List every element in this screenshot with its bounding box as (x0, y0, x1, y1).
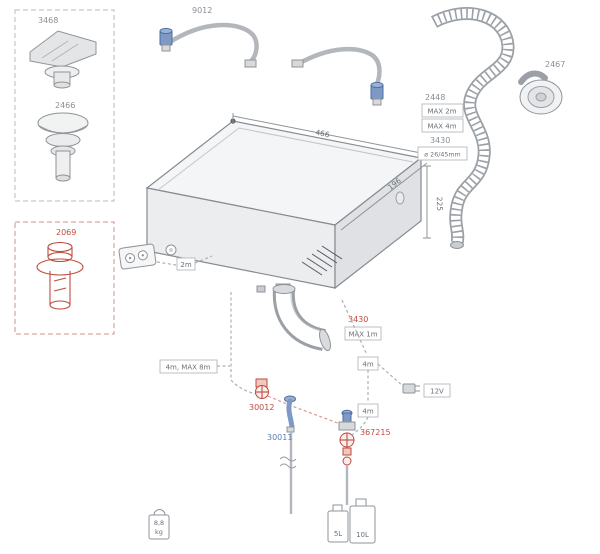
max-1m-box (344, 326, 382, 341)
wall-vent-group: 2467 (518, 60, 565, 115)
wall-vent-stub (518, 70, 548, 85)
weight-value: 8,8 (154, 519, 164, 527)
panel-cable-box (176, 257, 196, 271)
duct-ref-part-number: 3430 (430, 136, 450, 145)
flue-chimney-part-number: 2069 (56, 228, 76, 237)
capacity-small-label: 5L (334, 530, 342, 538)
capacity-large-label: 10L (356, 531, 369, 539)
hose-fitting-left (244, 59, 257, 68)
duct-diameter-box (417, 146, 468, 161)
roof-cowl-illustration (29, 30, 97, 89)
hose-fitting-right (291, 59, 304, 68)
weight-icon: 8,8 kg (148, 509, 170, 540)
roof-vent-part-number: 2466 (55, 101, 75, 110)
wall-vent-part-number: 2467 (545, 60, 565, 69)
unit-right-face (334, 156, 422, 290)
power-plug-icon (402, 383, 420, 394)
flue-chimney-option-group: 2069 (14, 221, 115, 335)
container-5l-icon: 5L (327, 504, 349, 543)
safety-drain-valve-group: 367215 (338, 409, 391, 505)
water-hose-left (167, 22, 259, 65)
boiler-unit-illustration (145, 118, 423, 293)
roof-vent-illustration (37, 112, 89, 182)
max-2m-label: MAX 2m (427, 108, 456, 116)
duct-diameter-label: ⌀ 26/45mm (424, 152, 460, 159)
dimension-width: 466 (315, 128, 331, 140)
roof-parts-option-group: 3468 2466 (14, 9, 115, 202)
elbow-part-number: 3430 (348, 315, 368, 324)
water-connection-set-group: 9012 (159, 6, 384, 106)
drain-hose-part-number: 30011 (267, 433, 292, 442)
control-panel-group: 2m (118, 243, 213, 271)
unit-cable-outlet (256, 285, 266, 293)
unit-lid-seam (157, 127, 414, 191)
unit-vent-grille (301, 245, 343, 276)
flue-chimney-illustration (36, 241, 84, 310)
option-box-border (14, 9, 115, 202)
max-1m-label: MAX 1m (348, 331, 377, 339)
dimension-height: 225 (435, 197, 445, 212)
duct-set-label-stack: 2448 MAX 2m MAX 4m 3430 ⌀ 26/45mm (417, 93, 468, 161)
water-set-part-number: 9012 (192, 6, 212, 15)
left-cable-run: 4m, MAX 8m (159, 292, 257, 395)
drain-valve-part-number: 30012 (249, 403, 274, 412)
cable-4m-max8m-label: 4m, MAX 8m (166, 364, 211, 372)
water-symbol (279, 456, 297, 469)
drain-valve-group: 30012 (249, 378, 341, 425)
roof-cowl-part-number: 3468 (38, 16, 58, 25)
water-valve-right (370, 81, 384, 106)
right-cable-run: 4m 4m 12V (341, 299, 451, 436)
panel-cable-label: 2m (180, 261, 191, 269)
cable-4m-right-label: 4m (362, 361, 373, 369)
water-valve-left (159, 27, 173, 52)
duct-set-part-number: 2448 (425, 93, 445, 102)
corrugated-duct-illustration (430, 7, 515, 249)
container-10l-icon: 10L (349, 498, 376, 544)
power-12v-box (423, 383, 451, 398)
max-4m-label: MAX 4m (427, 123, 456, 131)
weight-unit: kg (155, 528, 163, 536)
cable-4m-lower-label: 4m (362, 408, 373, 416)
exhaust-elbow-group: 3430 MAX 1m (272, 284, 382, 352)
drain-hose-group: 30011 (267, 395, 297, 514)
max-2m-box (421, 103, 464, 118)
option-box-red-border (14, 221, 115, 335)
safety-drain-part-number: 367215 (360, 428, 391, 437)
unit-side-port (395, 191, 405, 205)
max-4m-box (421, 118, 464, 133)
power-12v-label: 12V (430, 388, 444, 396)
water-hose-right (295, 46, 382, 87)
